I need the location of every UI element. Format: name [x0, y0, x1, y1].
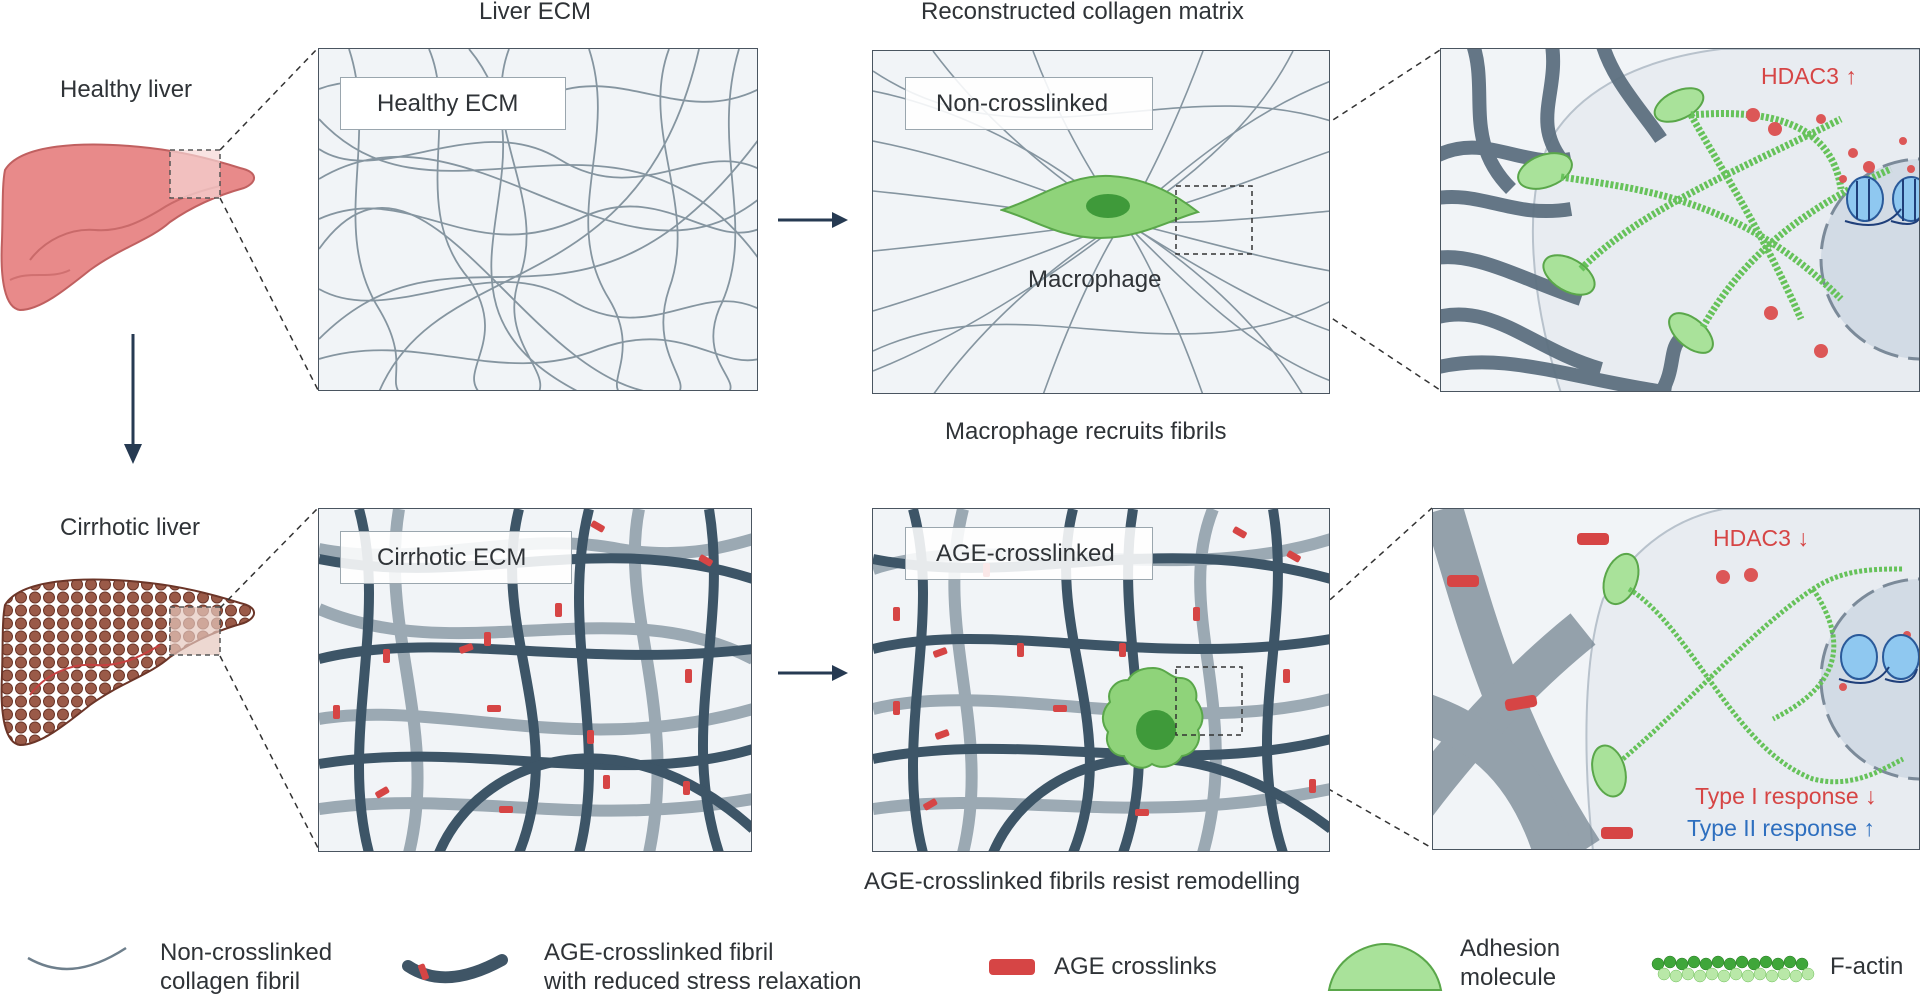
type1-response-label: Type I response ↓ [1695, 783, 1877, 809]
legend-age-crosslink-icon [989, 959, 1035, 975]
age-crosslinked-label: AGE-crosslinked [905, 527, 1153, 580]
macrophage-label: Macrophage [1028, 266, 1162, 293]
progression-arrow [124, 334, 142, 464]
macrophage-round [1102, 666, 1204, 769]
hdac3-down-label: HDAC3 ↓ [1713, 525, 1809, 551]
zoom-panel-top: HDAC3 ↑ [1440, 48, 1920, 392]
cirrhotic-liver-label: Cirrhotic liver [60, 514, 201, 541]
legend-non-crosslinked-line2: collagen fibril [160, 968, 301, 995]
legend-adhesion-line1: Adhesion [1460, 935, 1561, 962]
caption-top: Macrophage recruits fibrils [945, 418, 1227, 445]
legend-factin-icon [1651, 955, 1815, 983]
zoom-panel-bottom: HDAC3 ↓ Type I response ↓ Type II respon… [1432, 508, 1920, 850]
legend-age-fibril-text: AGE-crosslinked fibril with reduced stre… [544, 938, 861, 996]
legend-non-crosslinked-text: Non-crosslinked collagen fibril [160, 938, 332, 996]
cirrhotic-liver-illustration [0, 578, 255, 747]
adhesion-detail-bottom [1433, 509, 1919, 849]
legend-adhesion-text: Adhesion molecule [1460, 934, 1560, 992]
legend-age-crosslink-text: AGE crosslinks [1054, 953, 1217, 980]
adhesion-detail-top [1441, 49, 1919, 391]
non-crosslinked-label: Non-crosslinked [905, 77, 1153, 130]
healthy-liver-label: Healthy liver [60, 76, 193, 103]
legend-age-fibril-line2: with reduced stress relaxation [544, 968, 862, 995]
legend-adhesion-icon [1327, 942, 1443, 991]
macrophage-elongated [1000, 174, 1200, 240]
healthy-ecm-label: Healthy ECM [340, 77, 566, 130]
legend-non-crosslinked-icon [27, 946, 127, 971]
type2-response-label: Type II response ↑ [1687, 815, 1875, 841]
zoom-box-bottom [1175, 666, 1243, 736]
column-title-reconstructed: Reconstructed collagen matrix [921, 0, 1244, 25]
legend-adhesion-line2: molecule [1460, 964, 1557, 991]
cirrhotic-ecm-label: Cirrhotic ECM [340, 531, 572, 584]
legend-factin-text: F-actin [1830, 953, 1904, 980]
legend-non-crosslinked-line1: Non-crosslinked [160, 939, 333, 966]
legend-age-fibril-line1: AGE-crosslinked fibril [544, 939, 774, 966]
healthy-liver-illustration [0, 143, 255, 312]
hdac3-up-label: HDAC3 ↑ [1761, 63, 1857, 89]
legend-age-fibril-icon [402, 954, 508, 984]
zoom-box-top [1175, 185, 1253, 255]
column-title-liver-ecm: Liver ECM [479, 0, 592, 25]
caption-bottom: AGE-crosslinked fibrils resist remodelli… [864, 868, 1301, 895]
